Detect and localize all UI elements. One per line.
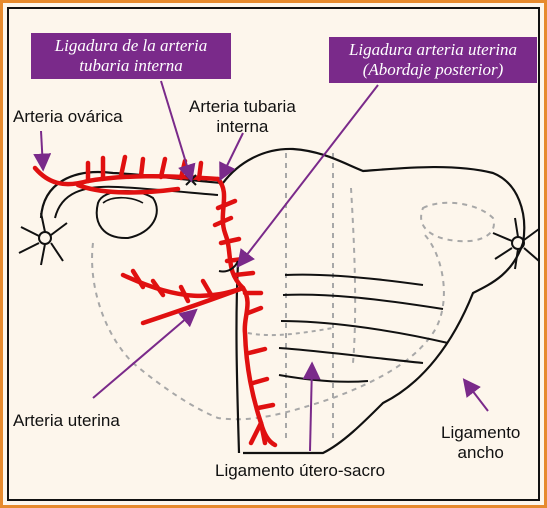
arteria-tubaria-line-2: interna [189,117,296,137]
right-side-dashed [351,188,355,363]
label-arteria-uterina: Arteria uterina [13,411,120,431]
uterosacral-line-5 [279,375,368,382]
uterosacral-line-4 [279,348,423,363]
broad-ligament-dashed-outline [92,233,444,419]
right-fimbria-icon [493,218,539,269]
cervix-dashed-line [248,328,333,335]
arrow-broad-ligament [465,381,488,411]
uterine-ligation-line-1: Ligadura arteria uterina [335,40,531,60]
label-arteria-ovarica: Arteria ovárica [13,107,123,127]
label-box-uterine-ligation: Ligadura arteria uterina (Abordaje poste… [329,37,537,83]
arrow-uterosacral-ligament [310,365,312,451]
ligamento-ancho-line-2: ancho [441,443,520,463]
uterine-ligation-line-2: (Abordaje posterior) [335,60,531,80]
uterosacral-line-2 [283,295,443,309]
ligamento-ancho-line-1: Ligamento [441,423,520,443]
label-box-tubal-ligation: Ligadura de la arteria tubaria interna [31,33,231,79]
arteria-tubaria-line-1: Arteria tubaria [189,97,296,117]
label-ligamento-utero-sacro: Ligamento útero-sacro [215,461,385,481]
right-ovary-dashed [421,203,494,241]
label-arteria-tubaria: Arteria tubaria interna [189,97,296,137]
left-fimbria-icon [19,213,67,265]
label-ligamento-ancho: Ligamento ancho [441,423,520,463]
arrow-ovarian-artery [41,131,43,168]
tubal-ligation-line-2: tubaria interna [37,56,225,76]
tubal-ligation-line-1: Ligadura de la arteria [37,36,225,56]
